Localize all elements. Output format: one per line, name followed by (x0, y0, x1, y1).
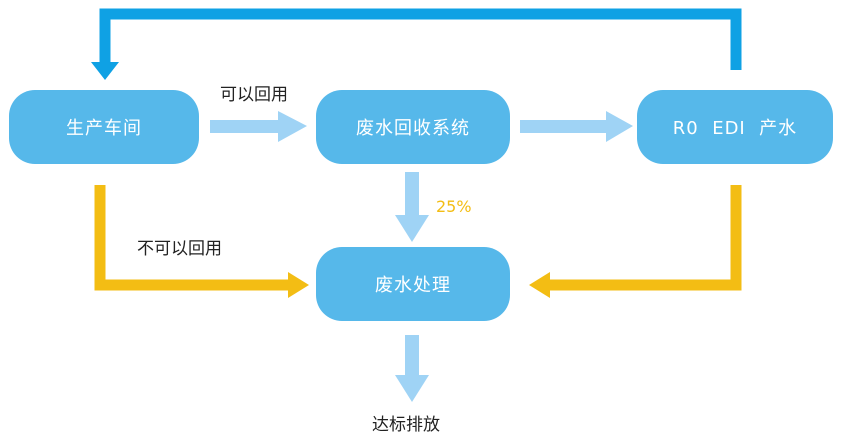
node-recycling-system: 废水回收系统 (316, 90, 510, 164)
arrow-recycling-to-treatment-head (395, 215, 429, 242)
node-ro-edi-output: R0 EDI 产水 (637, 90, 833, 164)
arrow-roedi-to-treatment (548, 185, 742, 291)
node-wastewater-treatment: 废水处理 (316, 247, 510, 321)
label-reusable: 可以回用 (220, 85, 288, 105)
node-workshop: 生产车间 (9, 90, 199, 164)
arrow-roedi-to-treatment-head (529, 272, 550, 298)
feedback-loop-arrow (99, 8, 742, 70)
label-not-reusable: 不可以回用 (137, 239, 222, 259)
label-percent: 25% (436, 197, 472, 216)
label-discharge: 达标排放 (372, 415, 440, 435)
arrow-treatment-to-discharge-shaft (405, 335, 419, 377)
arrow-treatment-to-discharge-head (395, 375, 429, 402)
feedback-loop-arrowhead (91, 62, 119, 80)
arrow-recycling-to-roedi-shaft (520, 120, 610, 133)
arrow-recycling-to-treatment-shaft (405, 172, 419, 217)
arrow-workshop-to-treatment-head (288, 272, 309, 298)
arrow-workshop-to-recycling-head (278, 111, 307, 142)
arrow-recycling-to-roedi-head (606, 111, 633, 142)
arrow-workshop-to-treatment (94, 185, 290, 291)
arrow-workshop-to-recycling-shaft (210, 120, 280, 133)
